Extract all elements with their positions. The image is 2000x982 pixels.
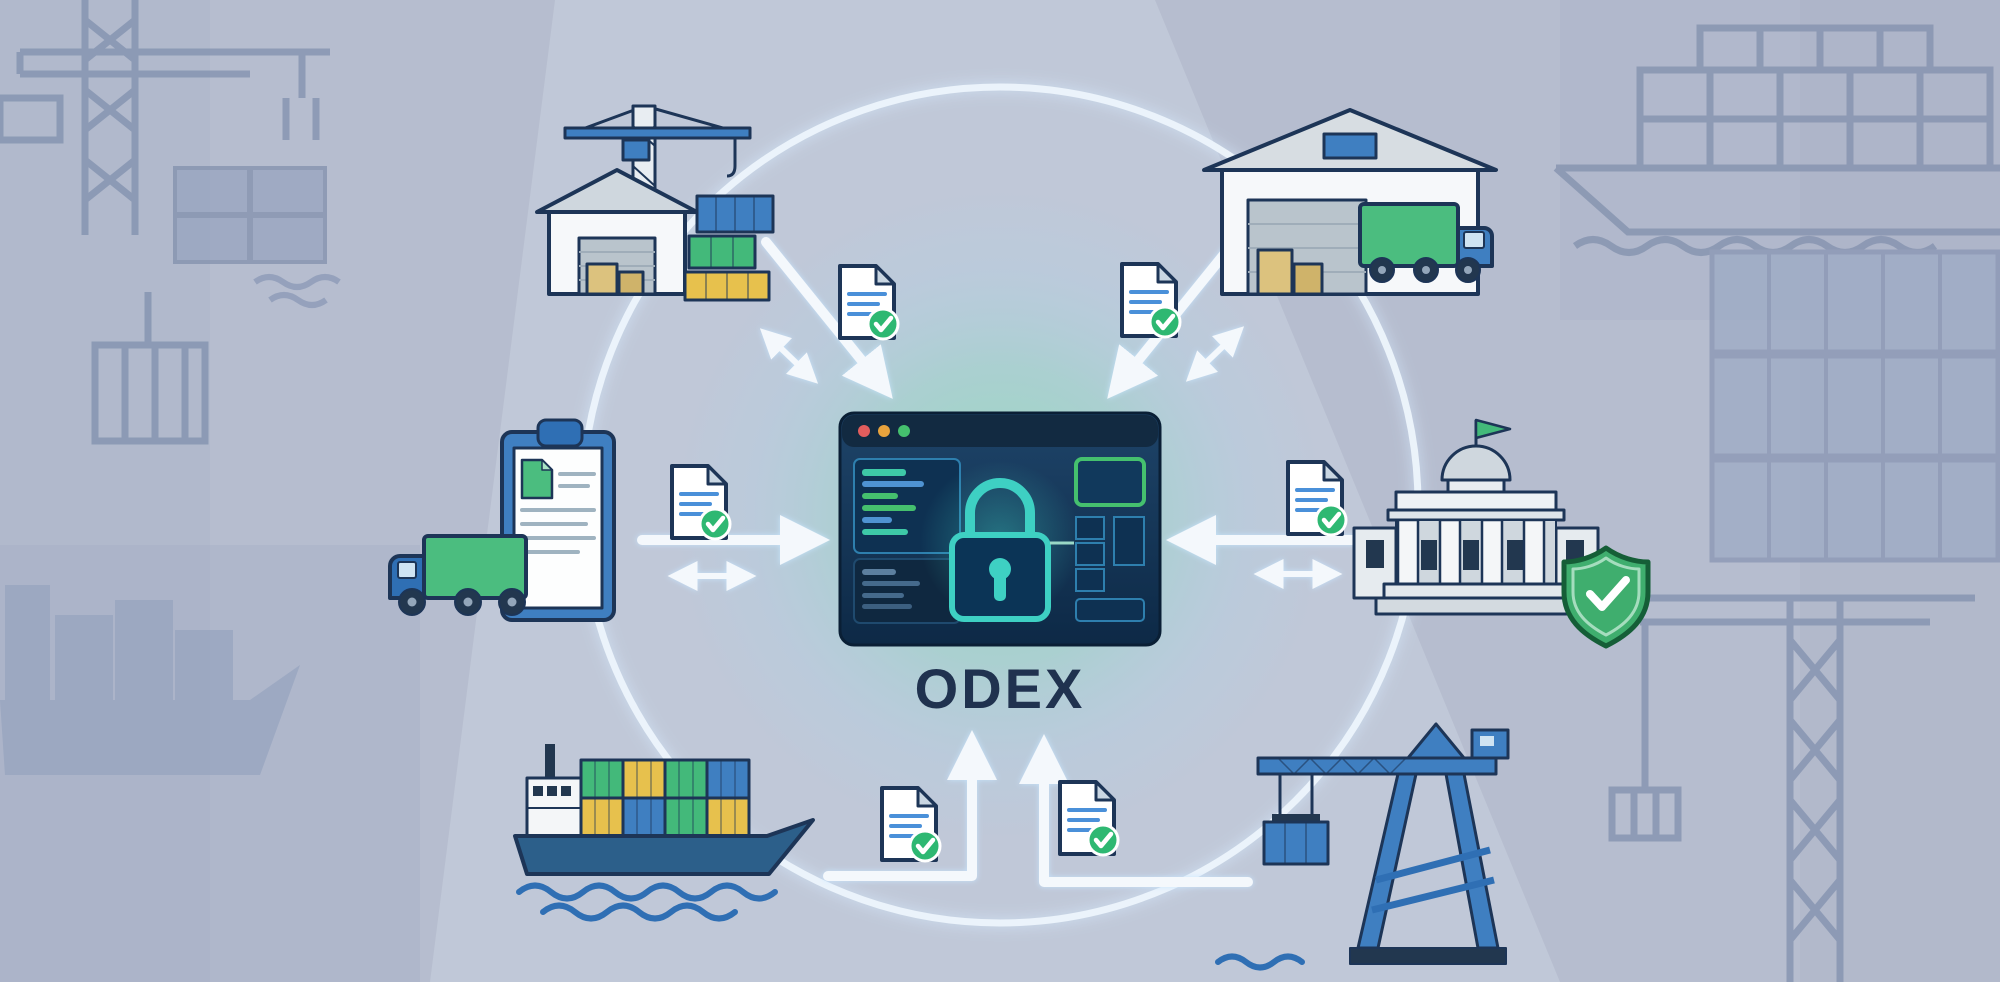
bg-ship-bottom-left-icon	[0, 585, 300, 775]
arrow-port-crane-to-odex	[1019, 733, 1253, 887]
odex-window	[838, 411, 1162, 647]
warehouse-truck-icon	[1202, 108, 1498, 296]
arrow-ship-to-odex	[823, 729, 997, 881]
traffic-dot-green	[898, 425, 910, 437]
bg-waves-left-icon	[253, 274, 341, 308]
bg-hanging-container-icon	[91, 292, 209, 445]
arrow-warehouse-crane-to-odex	[761, 237, 893, 399]
bg-crane-bottom-right-icon	[1598, 594, 1975, 982]
bg-crane-top-left-icon	[0, 0, 330, 235]
bg-ship-top-right-icon	[1553, 24, 2000, 256]
traffic-dot-red	[858, 425, 870, 437]
padlock-icon	[920, 461, 1080, 622]
shield-check-icon	[1561, 545, 1651, 649]
ui-blocks	[1074, 457, 1146, 622]
container-ship-icon	[513, 744, 815, 922]
exchange-arrows	[637, 237, 1357, 887]
document-check-icon	[882, 788, 940, 861]
document-check-icon	[672, 466, 730, 539]
traffic-dot-yellow	[878, 425, 890, 437]
port-crane-icon	[1215, 722, 1510, 971]
truck-clipboard-icon	[388, 418, 616, 622]
exchange-arrow-top-right	[1185, 326, 1245, 382]
warehouse-crane-icon	[535, 104, 775, 302]
exchange-arrow-top-left	[759, 328, 819, 384]
bg-containers-top-left-icon	[173, 166, 327, 264]
traffic-light-dots	[858, 425, 910, 437]
bg-containers-right-icon	[1709, 249, 2000, 563]
document-check-icon	[1122, 264, 1180, 337]
document-check-icon	[1288, 462, 1346, 535]
customs-building-icon	[1352, 418, 1651, 649]
background-shade-left	[0, 0, 210, 982]
document-check-icon	[840, 266, 898, 339]
odex-label: ODEX	[915, 657, 1086, 720]
document-check-icon	[1060, 782, 1118, 855]
window-titlebar	[842, 415, 1158, 447]
